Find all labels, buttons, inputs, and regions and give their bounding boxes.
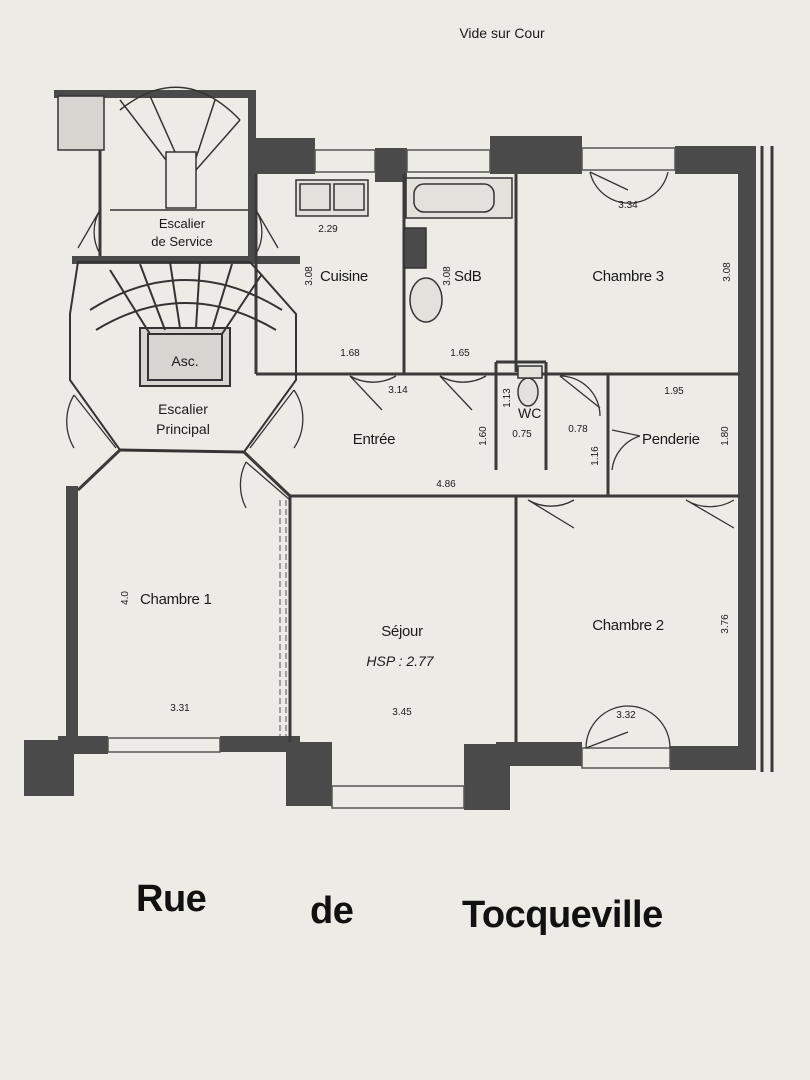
- dim-entry-side: 1.60: [478, 426, 489, 446]
- living-label: Séjour: [381, 623, 423, 640]
- main-stair: [69, 261, 297, 454]
- service-stair-label-1: Escalier: [159, 216, 206, 231]
- elevator-label: Asc.: [171, 353, 198, 369]
- dim-closet-left: 1.16: [590, 446, 601, 466]
- dim-living-bottom: 3.45: [392, 707, 412, 718]
- dim-kitchen-bottom: 1.68: [340, 348, 360, 359]
- dim-wc-side: 1.13: [502, 388, 513, 408]
- ceiling-height-label: HSP : 2.77: [366, 653, 434, 669]
- bedroom2-label: Chambre 2: [592, 617, 664, 634]
- service-stair: [57, 86, 248, 211]
- kitchen-label: Cuisine: [320, 268, 368, 285]
- dim-bed3-side: 3.08: [722, 262, 733, 282]
- dim-entry-top: 3.14: [388, 385, 408, 396]
- courtyard-label: Vide sur Cour: [459, 25, 545, 41]
- wc-label: WC: [518, 405, 541, 421]
- fixtures: [295, 177, 543, 407]
- walls: [24, 90, 756, 810]
- bathroom-label: SdB: [454, 268, 482, 285]
- entrance-label: Entrée: [353, 431, 395, 448]
- dim-entry-bottom: 4.86: [436, 479, 456, 490]
- dim-bed1-bottom: 3.31: [170, 703, 190, 714]
- wardrobe-lines: [279, 500, 287, 736]
- closet-label: Penderie: [642, 431, 700, 448]
- doors: [66, 171, 735, 749]
- dim-bed2-bottom: 3.32: [616, 710, 636, 721]
- dim-kitchen-top: 2.29: [318, 224, 338, 235]
- dim-bed3-top: 3.34: [618, 200, 638, 211]
- dim-bed1-side: 4.0: [120, 591, 131, 605]
- windows: [107, 147, 676, 809]
- toilet: [517, 377, 539, 407]
- dim-kitchen-side: 3.08: [304, 266, 315, 286]
- dim-wc-bottom: 0.75: [512, 429, 532, 440]
- main-stair-label-2: Principal: [156, 421, 210, 437]
- dim-bath-bottom: 1.65: [450, 348, 470, 359]
- bedroom3-label: Chambre 3: [592, 268, 664, 285]
- street-word-rue: Rue: [136, 878, 207, 920]
- dim-wc-door: 0.78: [568, 424, 588, 435]
- dim-bath-side: 3.08: [442, 266, 453, 286]
- dim-bed2-side: 3.76: [720, 614, 731, 634]
- bedroom1-label: Chambre 1: [140, 591, 212, 608]
- dim-closet-side: 1.80: [720, 426, 731, 446]
- dim-closet-top: 1.95: [664, 386, 684, 397]
- washbasin: [409, 277, 443, 323]
- main-stair-label-1: Escalier: [158, 401, 208, 417]
- street-word-tocqueville: Tocqueville: [462, 894, 663, 936]
- service-stair-label-2: de Service: [151, 234, 212, 249]
- street-word-de: de: [310, 890, 354, 932]
